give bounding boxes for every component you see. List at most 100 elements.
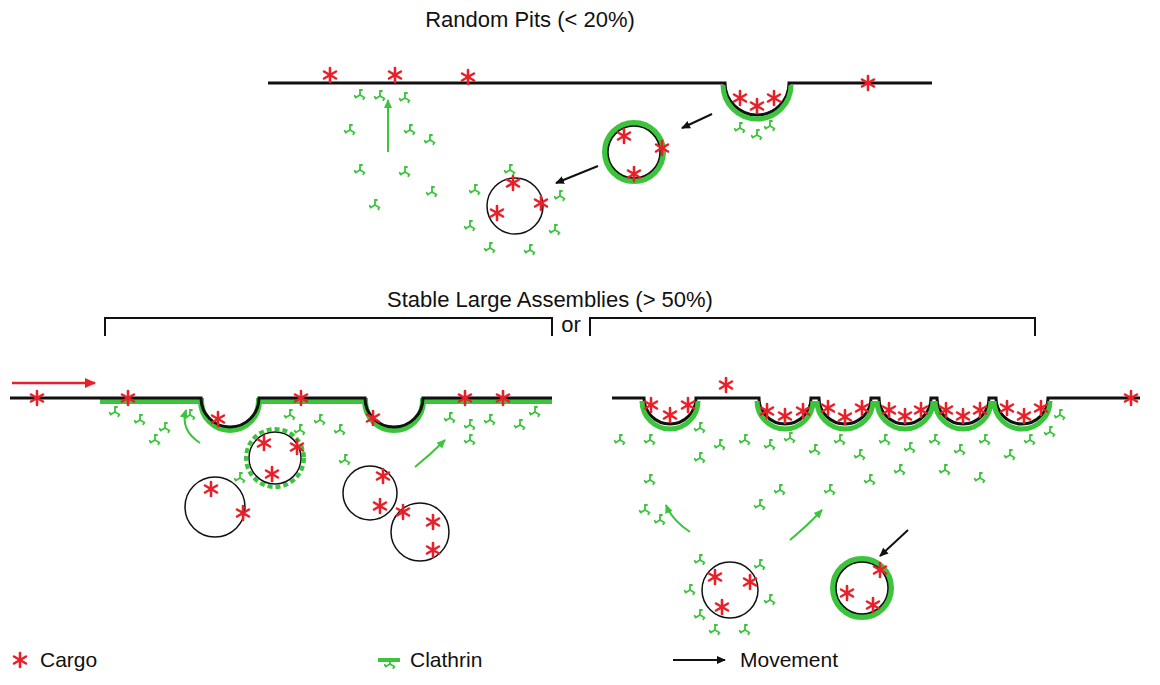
vesicle [702, 562, 758, 618]
clathrin-triskelion [865, 475, 875, 484]
clathrin-triskelion [930, 435, 940, 444]
cargo-symbol [374, 499, 386, 513]
cargo-symbol [899, 409, 911, 423]
clathrin-triskelion [880, 435, 890, 444]
cargo-symbol [324, 68, 336, 82]
clathrin-triskelion [905, 443, 915, 452]
cargo-symbol [839, 410, 851, 424]
clathrin-triskelion [715, 440, 725, 449]
clathrin-triskelion [355, 90, 365, 99]
clathrin-symbol [385, 659, 395, 668]
cargo-symbol [291, 440, 303, 454]
clathrin-triskelion [470, 185, 480, 194]
coated-vesicle [246, 429, 304, 487]
clathrin-coat-sample [378, 658, 400, 662]
vesicle [185, 477, 245, 537]
clathrin-coat [100, 401, 552, 430]
clathrin-triskelion [135, 415, 145, 424]
movement-arrow [185, 410, 200, 443]
clathrin-triskelion [485, 243, 495, 252]
cargo-symbol [874, 563, 886, 577]
clathrin-triskelion [110, 407, 120, 416]
movement-symbol [673, 659, 725, 661]
cargo-symbol [237, 506, 249, 520]
cargo-symbol [14, 653, 26, 667]
clathrin-triskelion [465, 420, 475, 429]
cargo-symbol [664, 408, 676, 422]
clathrin-triskelion [765, 595, 775, 604]
clathrin-triskelion [530, 407, 540, 416]
clathrin-triskelion [980, 435, 990, 444]
cargo-symbol [957, 409, 969, 423]
clathrin-triskelion [315, 415, 325, 424]
cargo-symbol [779, 409, 791, 423]
cargo-symbol [491, 206, 503, 220]
clathrin-triskelion [695, 610, 705, 619]
cargo-symbol [628, 167, 640, 181]
cargo-symbol [389, 68, 401, 82]
clathrin-triskelion [505, 165, 515, 174]
bracket [105, 318, 552, 336]
cargo-symbol [716, 600, 728, 614]
clathrin-triskelion [425, 135, 435, 144]
cargo-symbol [397, 505, 409, 519]
clathrin-triskelion [685, 585, 695, 594]
clathrin-triskelion [550, 225, 560, 234]
vesicle [343, 466, 397, 520]
cargo-symbol [862, 76, 874, 90]
movement-arrow [682, 114, 712, 128]
cargo-symbol [734, 91, 746, 105]
clathrin-triskelion [785, 433, 795, 442]
bracket [590, 318, 1035, 336]
clathrin-triskelion [775, 485, 785, 494]
clathrin-triskelion [640, 505, 650, 514]
movement-arrow [12, 382, 95, 385]
legend-text: Cargo [40, 648, 97, 671]
clathrin-triskelion [975, 473, 985, 482]
cargo-symbol [295, 391, 307, 405]
section-heading: Stable Large Assemblies (> 50%) [387, 288, 713, 312]
cargo-symbol [645, 398, 657, 412]
clathrin-triskelion [427, 187, 437, 196]
clathrin-triskelion [150, 435, 160, 444]
clathrin-triskelion [825, 485, 835, 494]
clathrin-triskelion [955, 445, 965, 454]
cargo-symbol [205, 482, 217, 496]
cargo-symbol [497, 391, 509, 405]
cargo-symbol [31, 391, 43, 405]
clathrin-triskelion [1025, 435, 1035, 444]
clathrin-triskelion [485, 415, 495, 424]
movement-arrow [666, 505, 690, 532]
movement-arrow [387, 100, 389, 152]
clathrin-triskelion [755, 500, 765, 509]
cargo-symbol [867, 598, 879, 612]
clathrin-triskelion [765, 121, 775, 130]
clathrin-triskelion [710, 625, 720, 634]
clathrin-triskelion [1055, 410, 1065, 419]
section-heading: Random Pits (< 20%) [425, 8, 635, 32]
clathrin-triskelion [735, 123, 745, 132]
clathrin-triskelion [285, 410, 295, 419]
clathrin-triskelion [445, 413, 455, 422]
clathrin-triskelion [465, 435, 475, 444]
cargo-symbol [841, 586, 853, 600]
cargo-symbol [768, 91, 780, 105]
cargo-symbol [797, 404, 809, 418]
clathrin-triskelion [740, 435, 750, 444]
clathrin-triskelion [765, 440, 775, 449]
clathrin-triskelion [810, 445, 820, 454]
cargo-symbol [883, 403, 895, 417]
cargo-symbol [266, 467, 278, 481]
cargo-symbol [720, 378, 732, 392]
clathrin-triskelion [615, 435, 625, 444]
cargo-symbol [212, 412, 224, 426]
movement-arrow [556, 166, 598, 183]
clathrin-triskelion [1045, 427, 1055, 436]
cargo-symbol [427, 543, 439, 557]
cargo-symbol [1001, 401, 1013, 415]
clathrin-triskelion [465, 221, 475, 230]
clathrin-triskelion [400, 93, 410, 102]
cargo-symbol [535, 196, 547, 210]
